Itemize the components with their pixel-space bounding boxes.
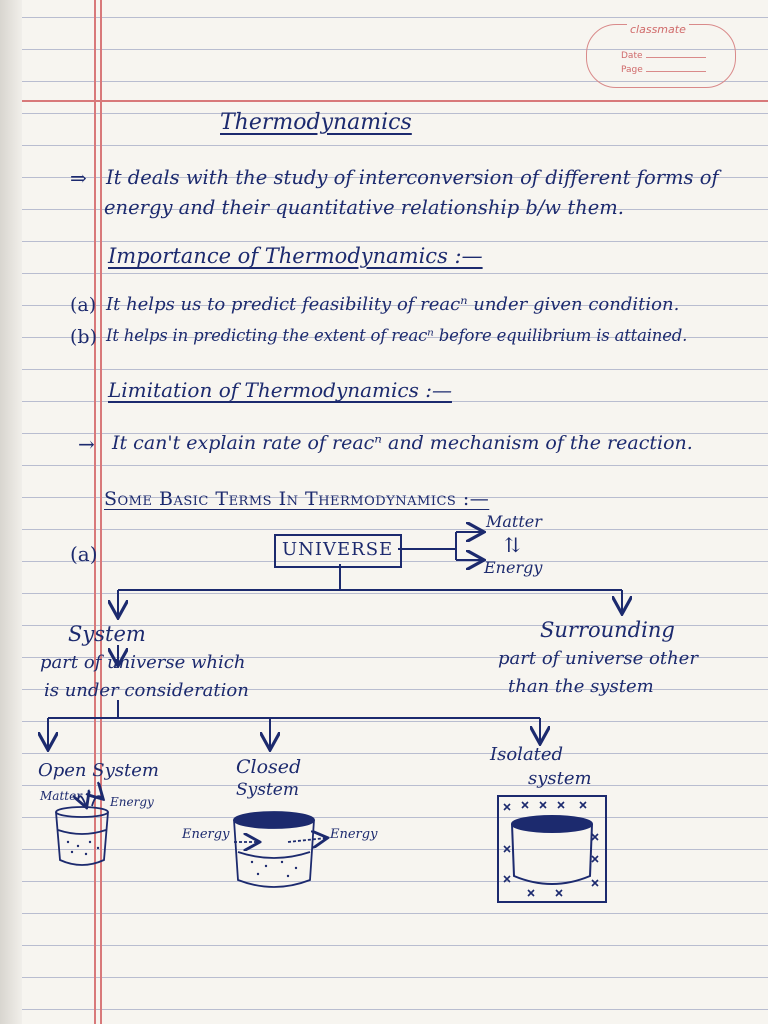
universe-connector: [398, 532, 457, 560]
open-system-title: Open System: [38, 760, 159, 781]
importance-heading: Importance of Thermodynamics :—: [108, 244, 483, 268]
open-system-beaker: [55, 796, 109, 866]
closed-system-energy-in: Energy: [182, 827, 230, 842]
definition-line-2: energy and their quantitative relationsh…: [104, 196, 624, 219]
limitation-heading: Limitation of Thermodynamics :—: [108, 378, 452, 402]
brand-logo: classmate: [627, 23, 689, 36]
open-system-energy: Energy: [110, 795, 154, 809]
importance-item-a-label: (a): [70, 294, 97, 316]
open-system-matter: Matter: [40, 789, 82, 803]
importance-item-b: It helps in predicting the extent of rea…: [106, 326, 688, 345]
system-desc-1: part of universe which: [40, 652, 246, 673]
margin-line-left: [94, 0, 96, 1024]
universe-label: UNIVERSE: [282, 539, 394, 560]
importance-item-b-label: (b): [70, 326, 97, 348]
notebook-binding: [0, 0, 22, 1024]
energy-label: Energy: [484, 558, 543, 577]
isolated-system-title-2: system: [528, 768, 592, 789]
isolated-system-title-1: Isolated: [490, 744, 564, 765]
system-desc-2: is under consideration: [44, 680, 249, 701]
closed-system-title-2: System: [236, 780, 299, 800]
definition-line-1: It deals with the study of interconversi…: [106, 166, 719, 189]
system-title: System: [68, 622, 146, 646]
isolated-system-container: [497, 795, 607, 903]
basic-terms-item-label: (a): [70, 542, 98, 566]
limitation-text: It can't explain rate of reacⁿ and mecha…: [112, 432, 693, 454]
exchange-arrows: ⇅: [504, 533, 521, 557]
page-title: Thermodynamics: [220, 110, 412, 135]
header-rule: [22, 100, 768, 102]
closed-system-title-1: Closed: [236, 756, 302, 778]
surrounding-title: Surrounding: [540, 618, 675, 642]
importance-item-a: It helps us to predict feasibility of re…: [106, 294, 680, 315]
surrounding-desc-1: part of universe other: [498, 648, 698, 669]
universe-branch-line: [118, 564, 622, 591]
closed-system-energy-out: Energy: [330, 827, 378, 842]
system-branch-line: [48, 700, 540, 719]
matter-label: Matter: [486, 512, 542, 531]
surrounding-desc-2: than the system: [508, 676, 654, 697]
limitation-arrow: →: [78, 432, 95, 456]
universe-box: [274, 534, 402, 568]
page-field: Page: [621, 65, 706, 75]
definition-arrow: ⇒: [70, 166, 87, 190]
margin-line-right: [100, 0, 102, 1024]
date-field: Date: [621, 51, 706, 61]
basic-terms-heading: Some Basic Terms In Thermodynamics :—: [104, 488, 490, 510]
brand-date-box: classmate Date Page: [586, 23, 736, 88]
closed-system-vessel: [233, 811, 326, 888]
